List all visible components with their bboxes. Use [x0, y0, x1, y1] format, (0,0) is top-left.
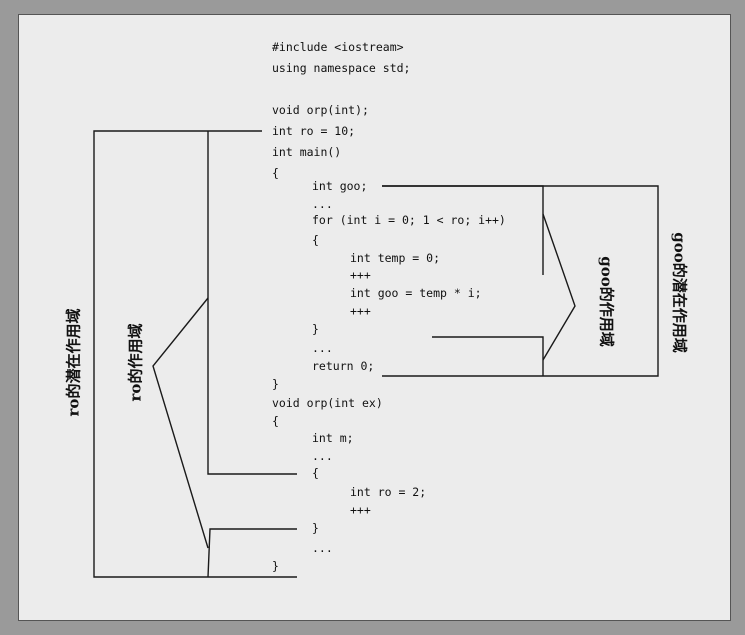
ro-potential-scope-label: ro的潜在作用域 [64, 308, 83, 417]
ro-scope-label: ro的作用域 [126, 323, 145, 402]
diagram-panel [18, 14, 731, 621]
ro-potential-scope-bracket [93, 130, 297, 578]
code-line: int m; [312, 431, 354, 445]
code-line: ... [312, 541, 333, 555]
code-line: using namespace std; [272, 61, 411, 75]
code-line: int temp = 0; [350, 251, 441, 265]
code-line: } [272, 559, 279, 573]
code-line: ... [312, 449, 333, 463]
code-line: } [312, 521, 319, 535]
code-line: } [272, 377, 279, 391]
code-line: +++ [350, 304, 371, 318]
code-line: #include <iostream> [272, 40, 404, 54]
code-line: int goo = temp * i; [350, 286, 482, 300]
code-line: int ro = 2; [350, 485, 427, 499]
goo-scope-label: goo的作用域 [597, 256, 616, 347]
code-line: void orp(int); [272, 103, 369, 117]
code-line: return 0; [312, 359, 375, 373]
goo-scope-lower [432, 336, 544, 376]
code-line: int ro = 10; [272, 124, 356, 138]
code-line: { [312, 233, 319, 247]
code-line: for (int i = 0; 1 < ro; i++) [312, 213, 506, 227]
code-line: int goo; [312, 179, 368, 193]
code-line: void orp(int ex) [272, 396, 383, 410]
goo-scope-upper [382, 185, 544, 275]
code-line: ... [312, 197, 333, 211]
code-line: ... [312, 341, 333, 355]
goo-potential-scope-label: goo的潜在作用域 [670, 232, 689, 353]
code-line: +++ [350, 268, 371, 282]
code-line: int main() [272, 145, 342, 159]
ro-scope-chevron [152, 297, 209, 549]
code-line: } [312, 322, 319, 336]
code-line: { [272, 166, 279, 180]
ro-scope-bracket-upper [207, 131, 297, 475]
ro-scope-bracket-lower [207, 528, 297, 578]
code-line: +++ [350, 503, 371, 517]
code-line: { [312, 466, 319, 480]
code-line: { [272, 414, 279, 428]
goo-scope-chevron [542, 213, 576, 361]
